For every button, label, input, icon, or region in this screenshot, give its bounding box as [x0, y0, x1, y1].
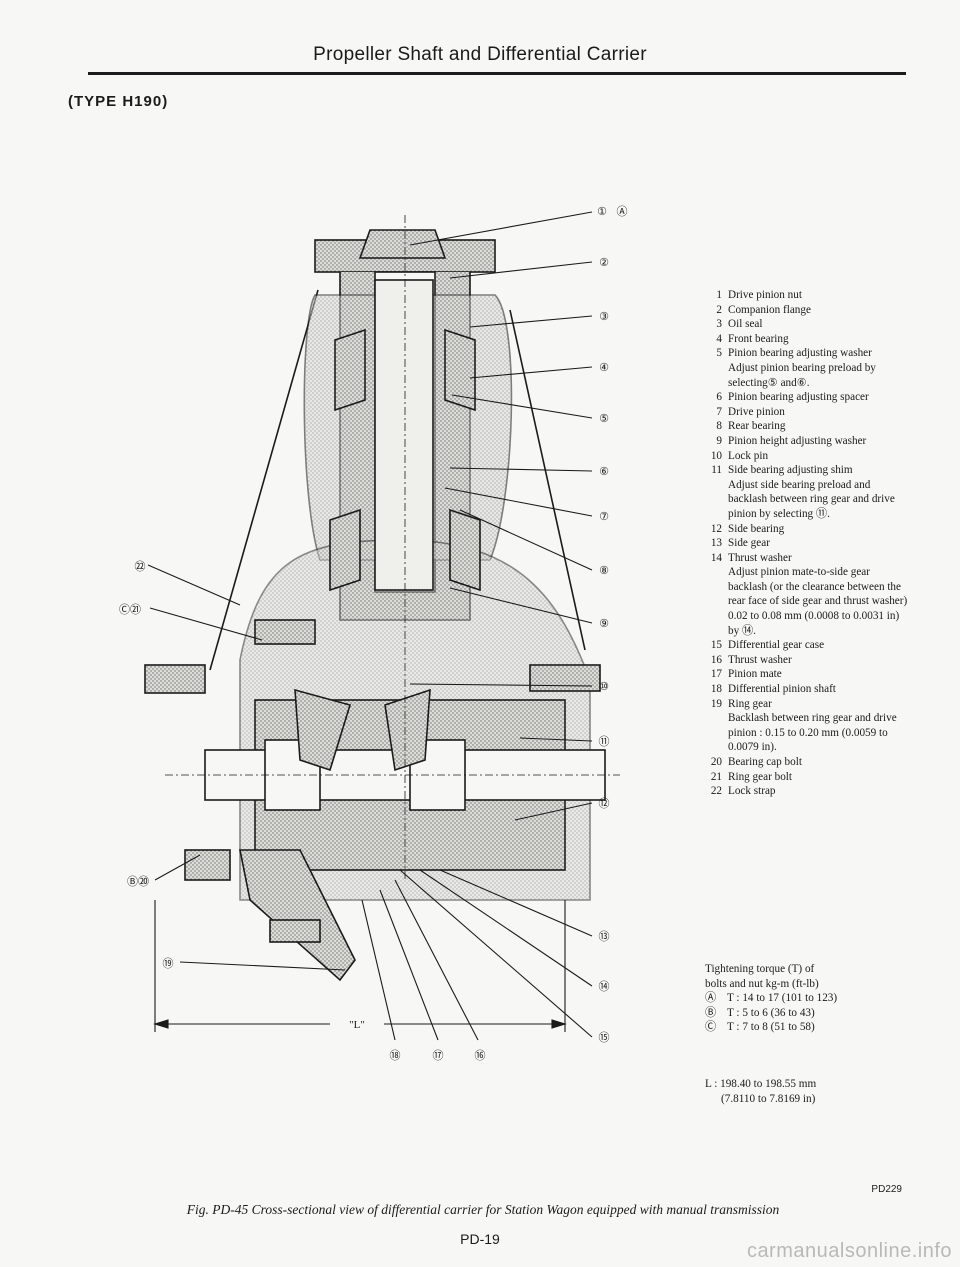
callout-10: ⑩ — [599, 681, 609, 693]
callout-18: ⑱ — [390, 1049, 401, 1062]
center-lines — [165, 215, 620, 880]
callout-2: ② — [599, 257, 609, 269]
callout-4: ④ — [599, 362, 609, 374]
legend-note-5: Adjust pinion bearing preload by selecti… — [728, 361, 876, 389]
part-code: PD229 — [871, 1184, 902, 1195]
callout-B20: Ⓑ⑳ — [127, 875, 149, 888]
torque-spec: Tightening torque (T) of bolts and nut k… — [705, 962, 905, 1035]
callout-13: ⑬ — [599, 930, 610, 943]
figure-caption: Fig. PD-45 Cross-sectional view of diffe… — [186, 1202, 780, 1217]
legend-note-11: Adjust side bearing preload and backlash… — [728, 478, 895, 520]
callout-17: ⑰ — [433, 1049, 444, 1062]
callout-12: ⑫ — [599, 797, 610, 810]
watermark: carmanualsonline.info — [746, 1240, 952, 1262]
callout-5: ⑤ — [599, 413, 609, 425]
header-rule — [88, 72, 906, 75]
carrier-outline — [144, 229, 606, 982]
dimension-line-2: (7.8110 to 7.8169 in) — [721, 1093, 816, 1105]
callout-19: ⑲ — [163, 957, 174, 970]
legend-note-14: Adjust pinion mate-to-side gear backlash… — [728, 566, 908, 637]
callout-22: ㉒ — [135, 560, 146, 573]
callout-6: ⑥ — [599, 466, 609, 478]
callout-1: ① — [597, 206, 607, 218]
legend-note-19: Backlash between ring gear and drive pin… — [728, 712, 897, 754]
page-number: PD-19 — [460, 1231, 500, 1247]
dimension-spec: L : 198.40 to 198.55 mm (7.8110 to 7.816… — [705, 1077, 905, 1107]
callout-C21: Ⓒ㉑ — [119, 603, 141, 616]
part-callouts: ① Ⓐ ② ③ ④ ⑤ ⑥ ⑦ ⑧ ⑨ ⑩ ⑪ ⑫ ⑬ ⑭ ⑮ ⑱ ⑰ ⑯ ⑲ … — [119, 205, 628, 1062]
dimension-L-label: "L" — [349, 1019, 365, 1031]
callout-8: ⑧ — [599, 565, 609, 577]
page-title: Propeller Shaft and Differential Carrier — [313, 44, 647, 65]
callout-3: ③ — [599, 311, 609, 323]
callout-7: ⑦ — [599, 511, 609, 523]
type-label: (TYPE H190) — [68, 93, 169, 110]
callout-A: Ⓐ — [617, 205, 628, 218]
callout-9: ⑨ — [599, 618, 609, 630]
callout-15: ⑮ — [599, 1031, 610, 1044]
dimension-line-1: L : 198.40 to 198.55 mm — [705, 1078, 817, 1090]
torque-title-1: Tightening torque (T) of — [705, 963, 815, 975]
callout-16: ⑯ — [475, 1049, 486, 1062]
callout-14: ⑭ — [599, 980, 610, 993]
torque-title-2: bolts and nut kg-m (ft-lb) — [705, 977, 819, 990]
callout-11: ⑪ — [599, 735, 610, 748]
